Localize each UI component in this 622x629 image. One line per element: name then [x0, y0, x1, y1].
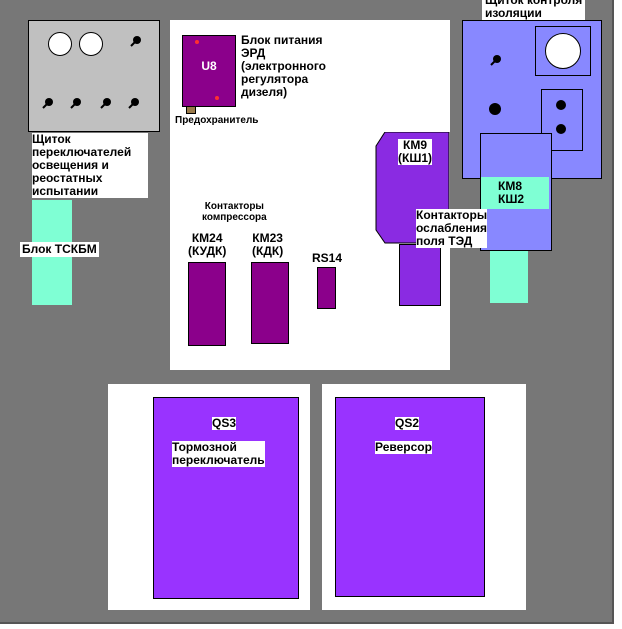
fuse-label: Предохранитель	[175, 115, 259, 126]
socket-hole	[556, 124, 566, 134]
switch-panel	[28, 20, 160, 132]
lamp-2	[79, 32, 103, 56]
compressor-label: Контакторы компрессора	[202, 201, 267, 223]
erd-label: Блок питания ЭРД (электронного регулятор…	[241, 33, 327, 99]
km24-contactor	[188, 262, 226, 346]
switch-panel-label: Щиток переключателей освещения и реостат…	[32, 133, 148, 198]
qs3-id: QS3	[212, 416, 237, 430]
insulation-panel-label: Щиток контроля изоляции	[482, 0, 586, 20]
indicator-dot	[215, 96, 219, 100]
toggle-switch-icon[interactable]	[99, 96, 113, 110]
toggle-switch-icon[interactable]	[129, 34, 143, 48]
toggle-switch-icon[interactable]	[41, 96, 55, 110]
qs2-label: Реверсор	[375, 440, 432, 454]
toggle-switch-icon[interactable]	[489, 53, 503, 67]
toggle-switch-icon[interactable]	[127, 96, 141, 110]
km23-label: КМ23 (КДК)	[252, 231, 284, 258]
field-weakening-label: Контакторы ослабления поля ТЭД	[416, 208, 488, 248]
km8-label: КМ8 КШ2	[498, 179, 525, 206]
qs2-id: QS2	[395, 416, 420, 430]
toggle-switch-icon[interactable]	[69, 96, 83, 110]
tskbm-label: Блок ТСКБМ	[20, 242, 99, 257]
rs14-label: RS14	[312, 251, 343, 265]
qs3-label: Тормозной переключатель	[172, 440, 265, 467]
km24-label: КМ24 (КУДК)	[188, 231, 227, 258]
erd-power-block: U8	[182, 35, 236, 107]
indicator-dot	[489, 103, 501, 115]
lamp-1	[48, 32, 72, 56]
meter-window	[535, 26, 591, 76]
qs3-switch[interactable]	[153, 397, 299, 599]
fuse	[186, 106, 196, 114]
rs14-relay	[317, 267, 336, 309]
km8-label-area	[481, 177, 549, 209]
qs2-switch[interactable]	[335, 397, 485, 597]
km23-contactor	[251, 262, 289, 344]
km9-lower	[399, 244, 441, 306]
socket-hole	[556, 100, 566, 110]
km9-label: КМ9 (КШ1)	[398, 138, 433, 165]
meter-dial	[545, 33, 581, 69]
indicator-dot	[195, 40, 199, 44]
socket-box	[541, 89, 583, 151]
erd-device-id: U8	[201, 59, 217, 73]
